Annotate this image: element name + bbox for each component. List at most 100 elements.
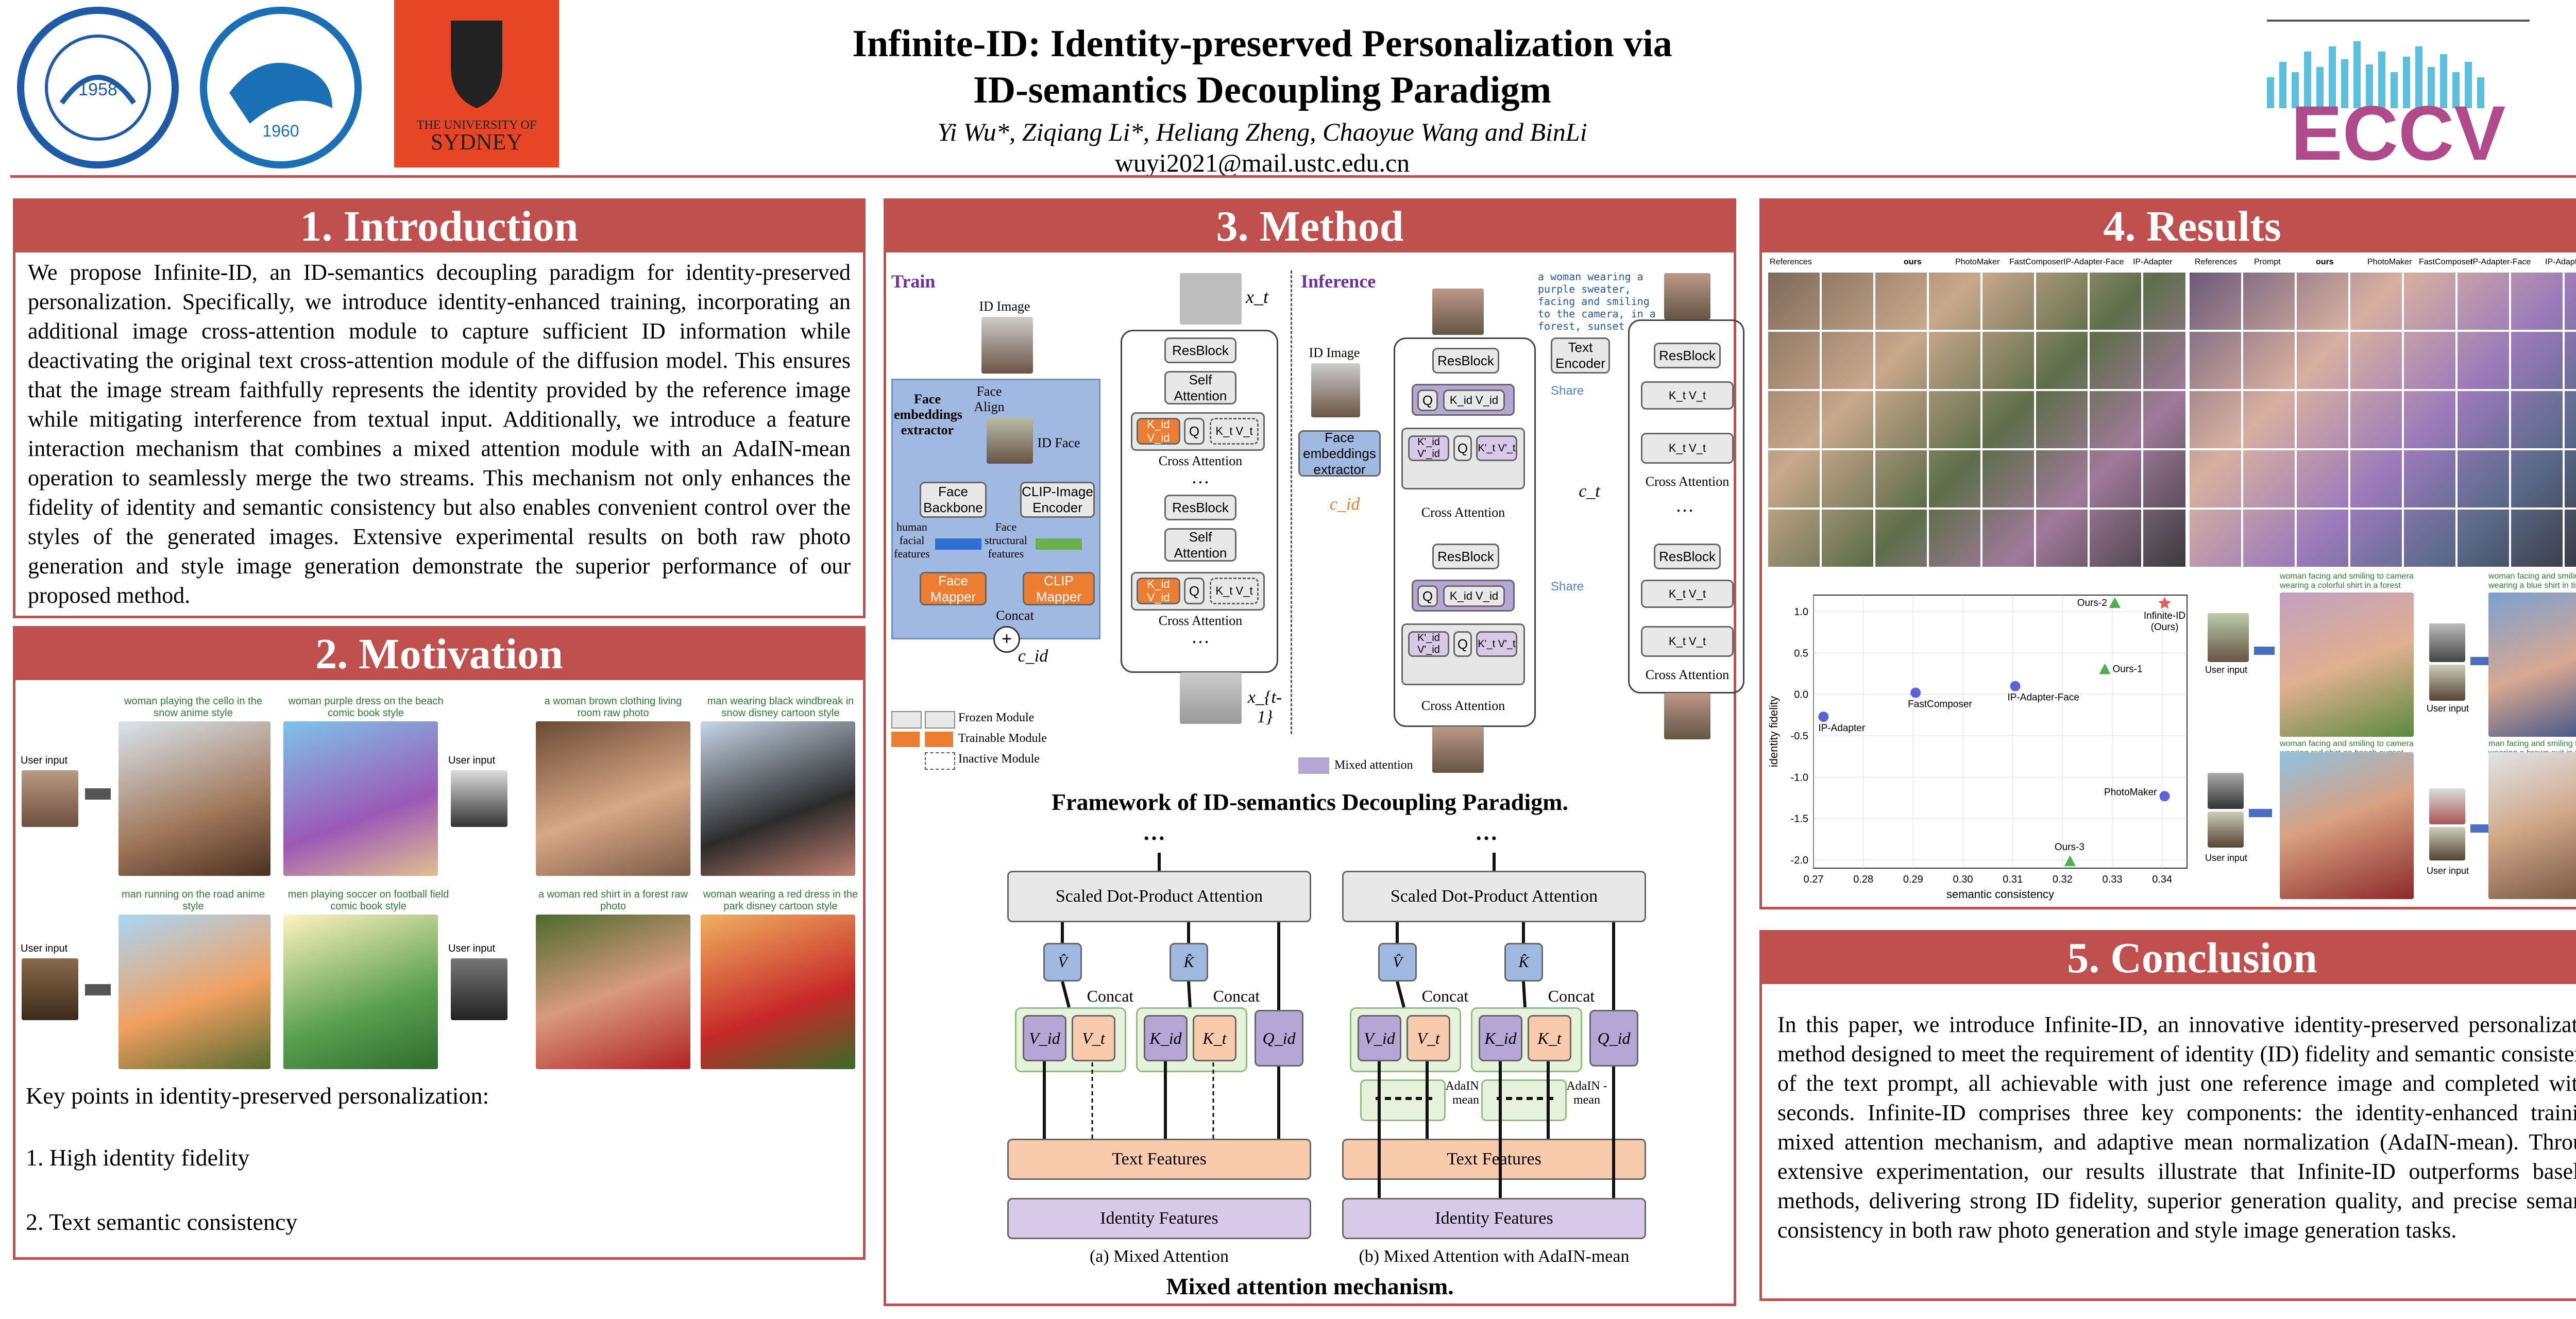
inference-id-image-photo	[1311, 363, 1360, 417]
v-t-b: V_t	[1406, 1015, 1450, 1061]
inference-text-branch-top	[1664, 273, 1710, 319]
concat-plus-icon: +	[993, 626, 1020, 653]
k-hat-a: K̂	[1170, 943, 1208, 982]
grid-header-left-5: IP-Adapter-Face	[2063, 258, 2124, 266]
style-prompt-top-1: woman facing and smiling to camera weari…	[2280, 572, 2414, 590]
user-input-label-results-1: User input	[2205, 665, 2248, 675]
eccv-logo: ECCV	[2262, 15, 2535, 176]
user-input-photo-woman-2	[451, 958, 507, 1020]
grid-header-left-3: PhotoMaker	[1955, 258, 2000, 266]
y-tick-label: 0.0	[1794, 689, 1808, 701]
results-section: 4. Results References ours PhotoMaker Fa…	[1759, 198, 2576, 909]
x-tick-label: 0.31	[2003, 874, 2023, 885]
arrow-icon	[85, 788, 111, 800]
nuist-logo: 1960	[198, 5, 363, 170]
arrow-icon	[85, 984, 111, 995]
dots-a: …	[1143, 820, 1165, 845]
data-point-label: Ours-2	[2077, 598, 2107, 608]
comparison-grid-left	[1768, 270, 2185, 567]
adain-label-b-2: AdaIN -mean	[1566, 1079, 1607, 1107]
sydney-bottom-text: SYDNEY	[431, 129, 522, 155]
plot-area	[1813, 595, 2188, 869]
inference-kv-mix-1: K'_id V'_id	[1408, 435, 1449, 461]
results-user-input-3b	[2208, 811, 2244, 848]
inference-q-1: Q	[1417, 390, 1438, 411]
concat-b-1: Concat	[1421, 987, 1469, 1005]
inference-kv-id-2: K_id V_id	[1443, 585, 1505, 607]
results-style-output-2	[2488, 593, 2576, 737]
prompt-2: woman purple dress on the beach comic bo…	[288, 696, 444, 719]
title-block: Infinite-ID: Identity-preserved Personal…	[721, 21, 1803, 178]
text-cross-attention-label-2: Cross Attention	[1645, 667, 1730, 682]
x-t-minus-1-label: x_{t-1}	[1247, 688, 1282, 726]
x-tick-label: 0.33	[2103, 874, 2123, 885]
data-point-label: PhotoMaker	[2104, 787, 2157, 798]
key-points-title: Key points in identity-preserved persona…	[26, 1083, 489, 1109]
legend-trainable-label: Trainable Module	[958, 732, 1047, 745]
prompt-6: men playing soccer on football field com…	[287, 889, 449, 912]
x-t-label: x_t	[1246, 286, 1268, 307]
method-heading: 3. Method	[886, 201, 1734, 252]
face-align-label: Face Align	[974, 384, 1005, 414]
sub-caption-a: (a) Mixed Attention	[1089, 1247, 1229, 1266]
conclusion-text: In this paper, we introduce Infinite-ID,…	[1777, 1012, 2576, 1243]
mixed-attention-arrows	[1043, 853, 1615, 1198]
concat-b-2: Concat	[1548, 987, 1595, 1005]
generated-running-anime	[118, 915, 270, 1069]
user-input-photo-woman	[22, 770, 78, 827]
legend-frozen-swatch-2	[925, 711, 955, 729]
clip-mapper-box: CLIP Mapper	[1023, 572, 1095, 605]
inference-id-image-label: ID Image	[1309, 345, 1360, 360]
resblock-train-2: ResBlock	[1164, 495, 1236, 520]
x-tick-label: 0.27	[1804, 874, 1824, 885]
data-point	[2158, 597, 2171, 609]
comparison-grid-right	[2190, 270, 2576, 567]
c-id-label: c_id	[1018, 647, 1048, 666]
generated-windbreak-disney	[701, 721, 855, 876]
prompt-1: woman playing the cello in the snow anim…	[124, 696, 262, 719]
results-user-input-2	[2429, 623, 2465, 662]
data-point-label: (Ours)	[2151, 622, 2179, 633]
grid-header-right-4: FastComposer	[2419, 258, 2473, 266]
concat-label: Concat	[996, 608, 1034, 623]
introduction-heading: 1. Introduction	[15, 201, 863, 252]
k-id-b: K_id	[1479, 1015, 1522, 1061]
human-facial-features-label: human facial features	[894, 520, 930, 560]
generated-red-dress-disney	[701, 915, 855, 1069]
conclusion-section: 5. Conclusion In this paper, we introduc…	[1759, 930, 2576, 1301]
generated-brown-clothing-photo	[536, 721, 690, 876]
legend-mixed-swatch	[1298, 757, 1329, 774]
legend-frozen-label: Frozen Module	[958, 711, 1035, 724]
inference-kv-t-2: K'_t V'_t	[1476, 631, 1517, 657]
dots-train-2: …	[1191, 627, 1210, 647]
blue-feature-bar	[935, 538, 981, 550]
text-features-b: Text Features	[1342, 1139, 1646, 1180]
inference-id-attention-1: Q K_id V_id	[1412, 384, 1515, 416]
train-inference-divider	[1291, 270, 1292, 734]
results-style-output-4	[2488, 752, 2576, 899]
legend-inactive-swatch	[925, 752, 955, 770]
resblock-train-1: ResBlock	[1164, 337, 1236, 363]
x-tick-label: 0.28	[1853, 874, 1873, 885]
introduction-text: We propose Infinite-ID, an ID-semantics …	[28, 260, 851, 608]
data-point	[2010, 681, 2021, 691]
identity-features-b: Identity Features	[1342, 1198, 1646, 1239]
concat-a-2: Concat	[1213, 987, 1260, 1005]
legend-trainable-swatch-2	[925, 732, 953, 747]
results-user-input-4a	[2429, 788, 2465, 824]
text-encoder-box: Text Encoder	[1551, 337, 1610, 374]
x-tick-label: 0.30	[1953, 874, 1973, 885]
results-user-input-4b	[2429, 827, 2465, 860]
user-input-label-3: User input	[21, 943, 68, 954]
results-user-input-2b	[2429, 665, 2465, 701]
inference-q-2: Q	[1417, 585, 1438, 607]
k-id-a: K_id	[1144, 1015, 1188, 1061]
arrow-right-icon-4	[2470, 824, 2488, 833]
text-dots: …	[1675, 495, 1694, 516]
data-point-label: Ours-1	[2113, 664, 2143, 675]
data-point-label: FastComposer	[1908, 699, 1972, 710]
v-hat-b: V̂	[1378, 943, 1417, 982]
data-point-label: Infinite-ID	[2144, 611, 2185, 621]
results-user-input-3a	[2208, 773, 2244, 809]
inference-resblock-1: ResBlock	[1432, 348, 1499, 374]
